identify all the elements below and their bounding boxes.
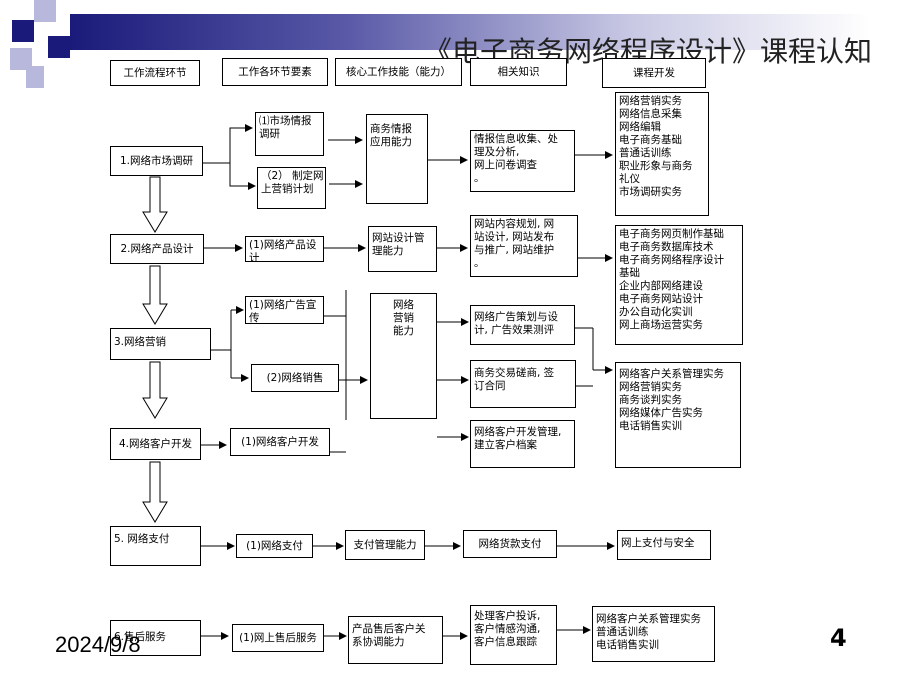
decor-square-navy-1 [12, 20, 34, 42]
knowledge-customer-archive: 网络客户开发管理,建立客户档案 [470, 420, 575, 468]
knowledge-intel-processing: 情报信息收集、处理及分析,网上问卷调查。 [470, 130, 575, 192]
page-number: 4 [830, 624, 847, 652]
knowledge-customer-care: 处理客户投诉,客户情感沟通,客户信息跟踪 [470, 605, 557, 665]
title-gradient-bar [70, 14, 870, 50]
header-elements: 工作各环节要素 [222, 58, 328, 86]
stage-customer-development: 4.网络客户开发 [110, 428, 201, 460]
element-marketing-plan: （2） 制定网上营销计划 [257, 167, 326, 209]
element-market-intel: ⑴市场情报调研 [255, 112, 324, 156]
stage-marketing: 3.网络营销 [110, 328, 211, 360]
skill-payment-mgmt: 支付管理能力 [345, 530, 425, 560]
decor-square-lavender-2 [10, 48, 32, 70]
element-customer-dev: (1)网络客户开发 [230, 428, 330, 456]
stage-after-sales: 6.售后服务 [110, 620, 201, 656]
skill-marketing: 网络营销能力 [370, 293, 437, 419]
decor-square-lavender-3 [26, 66, 44, 88]
course-group-website: 电子商务网页制作基础电子商务数据库技术电子商务网络程序设计基础企业内部网络建设电… [615, 225, 743, 345]
skill-market-intel: 商务情报应用能力 [366, 114, 428, 204]
stage-market-research: 1.网络市场调研 [110, 146, 203, 176]
course-group-marketing: 网络客户关系管理实务网络营销实务商务谈判实务网络媒体广告实务电话销售实训 [615, 362, 741, 468]
stage-payment: 5. 网络支付 [110, 526, 201, 566]
knowledge-ad-planning: 网络广告策划与设计, 广告效果测评 [470, 305, 575, 345]
stage-product-design: 2.网络产品设计 [110, 234, 204, 264]
element-payment: (1)网络支付 [236, 534, 313, 558]
decor-square-navy-2 [48, 36, 70, 58]
decor-square-lavender-1 [34, 0, 56, 22]
element-ad-promotion: (1)网络广告宣传 [245, 296, 324, 324]
knowledge-site-planning: 网站内容规划, 网站设计, 网站发布与推广, 网站维护。 [470, 215, 578, 277]
knowledge-negotiation: 商务交易磋商, 签订合同 [470, 360, 576, 408]
footer-date: 2024/9/8 [55, 632, 141, 657]
course-group-research: 网络营销实务网络信息采集网络编辑电子商务基础普通话训练职业形象与商务礼仪市场调研… [615, 92, 709, 216]
course-payment-security: 网上支付与安全 [617, 530, 711, 560]
header-course-dev: 课程开发 [602, 58, 706, 88]
header-workflow: 工作流程环节 [110, 60, 200, 86]
skill-site-design: 网站设计管理能力 [368, 226, 437, 272]
course-group-after-sales: 网络客户关系管理实务普通话训练电话销售实训 [592, 606, 715, 662]
header-knowledge: 相关知识 [470, 58, 567, 86]
element-product-design: (1)网络产品设计 [245, 236, 324, 262]
header-skills: 核心工作技能（能力） [335, 58, 462, 86]
knowledge-payment: 网络货款支付 [463, 530, 557, 558]
element-online-sales: (2)网络销售 [251, 364, 339, 392]
skill-after-sales: 产品售后客户关系协调能力 [348, 616, 443, 664]
element-after-sales: (1)网上售后服务 [232, 624, 324, 652]
